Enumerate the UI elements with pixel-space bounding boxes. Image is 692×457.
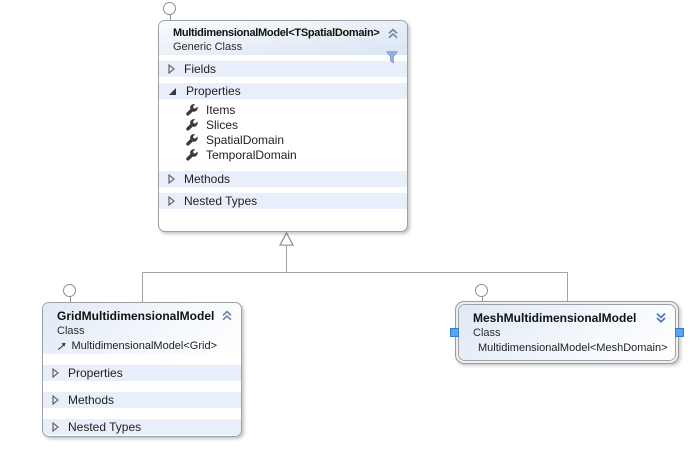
connection-stem — [70, 295, 71, 302]
property-item-spatialdomain[interactable]: SpatialDomain — [159, 132, 407, 147]
class-title: MeshMultidimensionalModel — [473, 311, 637, 325]
class-header[interactable]: MultidimensionalModel<TSpatialDomain> Ge… — [159, 21, 407, 64]
base-type-label: MultidimensionalModel<MeshDomain> — [478, 342, 668, 354]
expander-collapsed-icon[interactable] — [168, 174, 175, 184]
wrench-icon — [186, 118, 198, 131]
property-name: Items — [206, 102, 236, 117]
property-item-slices[interactable]: Slices — [159, 117, 407, 132]
class-box-gridmultidimensionalmodel[interactable]: GridMultidimensionalModel Class Multidim… — [42, 302, 242, 437]
expander-collapsed-icon[interactable] — [168, 64, 175, 74]
section-nested-types[interactable]: Nested Types — [43, 419, 241, 435]
selection-handle-right[interactable] — [675, 327, 684, 337]
expander-collapsed-icon[interactable] — [52, 422, 59, 432]
property-name: Slices — [206, 117, 239, 132]
class-box-meshmultidimensionalmodel[interactable]: MeshMultidimensionalModel Class Multidim… — [458, 304, 676, 361]
section-label: Methods — [68, 393, 115, 407]
section-label: Nested Types — [68, 420, 142, 434]
connection-stem — [482, 295, 483, 301]
connection-point-circle — [63, 284, 76, 297]
class-title: MultidimensionalModel<TSpatialDomain> — [173, 27, 380, 39]
section-properties[interactable]: Properties — [159, 83, 407, 99]
property-item-temporaldomain[interactable]: TemporalDomain — [159, 147, 407, 162]
inheritance-line-grid[interactable] — [142, 273, 143, 302]
property-item-items[interactable]: Items — [159, 102, 407, 117]
class-kind-label: Generic Class — [173, 41, 243, 53]
section-methods[interactable]: Methods — [159, 171, 407, 187]
inheritance-triangle-icon[interactable] — [279, 232, 294, 246]
selection-frame[interactable]: MeshMultidimensionalModel Class Multidim… — [450, 301, 684, 364]
inheritance-line-trunk[interactable] — [286, 245, 287, 273]
collapse-chevron-up-icon[interactable] — [221, 310, 233, 322]
expander-collapsed-icon[interactable] — [168, 196, 175, 206]
property-name: SpatialDomain — [206, 132, 285, 147]
inherits-arrow-icon — [57, 342, 66, 350]
wrench-icon — [186, 133, 198, 146]
connection-point-circle — [163, 2, 176, 15]
selection-handle-left[interactable] — [450, 327, 459, 337]
section-fields[interactable]: Fields — [159, 61, 407, 77]
class-kind-label: Class — [57, 325, 85, 337]
expander-collapsed-icon[interactable] — [52, 368, 59, 378]
section-properties[interactable]: Properties — [43, 365, 241, 381]
section-label: Nested Types — [184, 194, 258, 208]
wrench-icon — [186, 103, 198, 116]
class-title: GridMultidimensionalModel — [57, 309, 215, 323]
connection-stem — [170, 13, 171, 20]
section-label: Fields — [184, 62, 217, 76]
section-label: Methods — [184, 172, 231, 186]
class-kind-label: Class — [473, 327, 501, 339]
section-nested-types[interactable]: Nested Types — [159, 193, 407, 209]
wrench-icon — [186, 148, 198, 161]
section-label: Properties — [186, 84, 241, 98]
collapse-chevron-up-icon[interactable] — [387, 28, 399, 40]
filter-funnel-icon[interactable] — [386, 51, 398, 64]
class-header[interactable]: MeshMultidimensionalModel Class Multidim… — [459, 305, 675, 360]
base-type-label: MultidimensionalModel<Grid> — [71, 340, 217, 352]
expander-expanded-icon[interactable] — [168, 87, 177, 96]
property-name: TemporalDomain — [206, 147, 297, 162]
expand-chevron-down-icon[interactable] — [655, 312, 667, 324]
inheritance-line-mesh[interactable] — [567, 273, 568, 301]
section-label: Properties — [68, 366, 123, 380]
expander-collapsed-icon[interactable] — [52, 395, 59, 405]
inheritance-line-horizontal[interactable] — [142, 272, 568, 273]
connection-point-circle — [475, 284, 488, 297]
class-header[interactable]: GridMultidimensionalModel Class Multidim… — [43, 303, 241, 354]
class-box-multidimensionalmodel[interactable]: MultidimensionalModel<TSpatialDomain> Ge… — [158, 20, 408, 232]
section-methods[interactable]: Methods — [43, 392, 241, 408]
